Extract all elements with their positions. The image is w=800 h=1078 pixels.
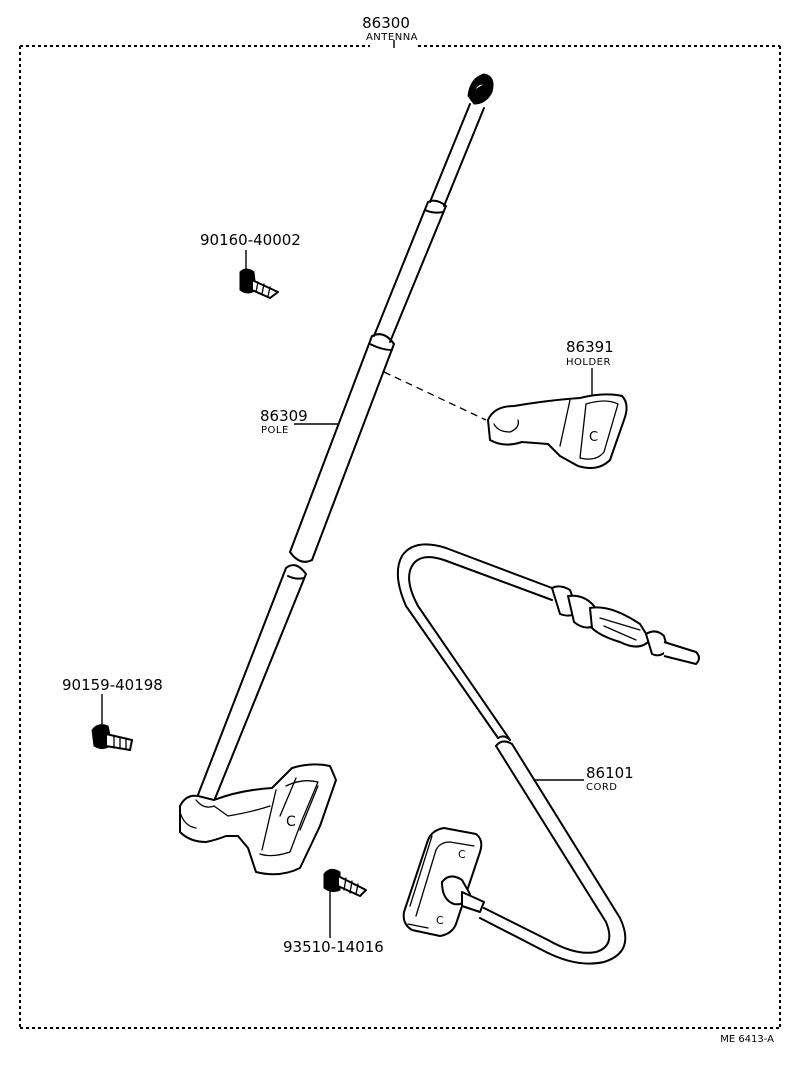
pole-part-number: 86309 bbox=[260, 407, 308, 425]
figure-reference: ME 6413-A bbox=[720, 1034, 774, 1045]
pole-base-bracket: C bbox=[179, 763, 337, 876]
assembly-name: ANTENNA bbox=[366, 32, 418, 43]
pole-name: POLE bbox=[261, 425, 289, 436]
holder-part-number: 86391 bbox=[566, 338, 614, 356]
cord-part-number: 86101 bbox=[586, 764, 634, 782]
holder-name: HOLDER bbox=[566, 357, 611, 368]
holder-c-mark: C bbox=[589, 430, 598, 445]
holder-part: C bbox=[487, 393, 628, 469]
screw-bottom-93510-14016 bbox=[323, 868, 367, 897]
assembly-part-number: 86300 bbox=[362, 14, 410, 32]
cord-mount-bracket: C C bbox=[402, 827, 485, 937]
cord-plug-connector bbox=[551, 585, 700, 665]
cord-bracket-c-mark-2: C bbox=[436, 914, 444, 927]
cord-bracket-c-mark-1: C bbox=[458, 848, 466, 861]
cord-name: CORD bbox=[586, 782, 618, 793]
screw-left-part-number: 90159-40198 bbox=[62, 676, 163, 694]
assembly-boundary bbox=[19, 40, 781, 1029]
cord-cable bbox=[396, 543, 627, 965]
screw-top-part-number: 90160-40002 bbox=[200, 231, 301, 249]
screw-bottom-part-number: 93510-14016 bbox=[283, 938, 384, 956]
pole-base-c-mark: C bbox=[286, 814, 296, 830]
holder-dashed-reference-line bbox=[383, 371, 487, 421]
pole-antenna-rod bbox=[195, 73, 494, 807]
screw-top-90160-40002 bbox=[239, 268, 279, 299]
screw-left-90159-40198 bbox=[91, 724, 133, 751]
